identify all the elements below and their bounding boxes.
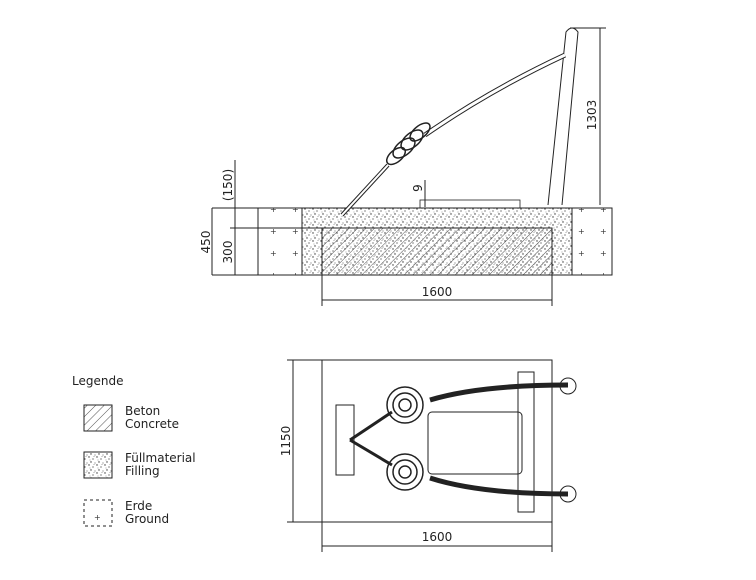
top-view bbox=[287, 359, 577, 552]
legend-label-en: Filling bbox=[125, 464, 160, 478]
spring bbox=[385, 122, 431, 166]
legend-item-ground: Erde Ground bbox=[125, 500, 169, 526]
springs-top bbox=[386, 386, 424, 491]
foundation-outline bbox=[321, 359, 553, 523]
legend-label-de: Füllmaterial bbox=[125, 451, 196, 465]
ground-right bbox=[571, 207, 613, 276]
legend-label-de: Beton bbox=[125, 404, 161, 418]
legend-label-de: Erde bbox=[125, 499, 153, 513]
concrete-swatch bbox=[83, 404, 113, 432]
seat bbox=[427, 411, 523, 475]
base-plate bbox=[419, 199, 521, 209]
filling-swatch bbox=[83, 451, 113, 479]
total-depth-dim: 450 bbox=[199, 231, 213, 254]
rear-bracket bbox=[517, 371, 535, 513]
side-view bbox=[211, 27, 613, 306]
side-width-dim: 1600 bbox=[422, 285, 453, 299]
front-bracket bbox=[335, 404, 355, 476]
height-dim: 1303 bbox=[585, 100, 599, 131]
legend-item-concrete: Beton Concrete bbox=[125, 405, 179, 431]
concrete-depth-dim: 300 bbox=[221, 241, 235, 264]
top-width-dim: 1600 bbox=[422, 530, 453, 544]
legend-label-en: Ground bbox=[125, 512, 170, 526]
top-depth-dim: 1150 bbox=[279, 426, 293, 457]
concrete-foundation bbox=[321, 227, 553, 276]
legend-item-filling: Füllmaterial Filling bbox=[125, 452, 196, 478]
ground-left bbox=[257, 207, 303, 276]
arc-bar bbox=[423, 52, 567, 138]
ground-swatch bbox=[83, 499, 113, 527]
top-layer-dim: (150) bbox=[221, 169, 235, 201]
legend-title: Legende bbox=[72, 374, 124, 388]
small-dim: 9 bbox=[411, 184, 425, 192]
legend-label-en: Concrete bbox=[125, 417, 180, 431]
